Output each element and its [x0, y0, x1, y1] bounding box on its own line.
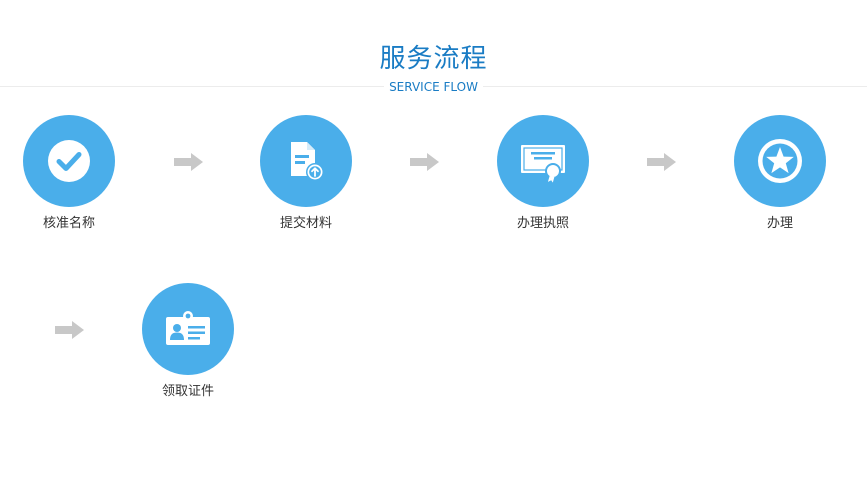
check-icon [48, 140, 90, 182]
arrow-right-icon [410, 153, 439, 171]
step-label: 办理执照 [516, 216, 569, 231]
step-label: 提交材料 [279, 216, 332, 231]
arrow-right-icon [647, 153, 676, 171]
id-card-icon [166, 311, 210, 345]
step-label: 核准名称 [42, 216, 95, 231]
page-title: 服务流程 [379, 44, 488, 74]
arrow-right-icon [174, 153, 203, 171]
arrow-right-icon [55, 321, 84, 339]
certificate-icon [521, 145, 565, 185]
step-circle [260, 115, 352, 207]
step-circle [497, 115, 589, 207]
page-subtitle: SERVICE FLOW [0, 79, 867, 95]
step-label: 办理 [766, 216, 793, 231]
step-circle [142, 283, 234, 375]
step-label: 领取证件 [161, 384, 214, 399]
step-circle [734, 115, 826, 207]
star-icon [758, 139, 802, 183]
document-upload-icon [291, 142, 324, 181]
step-circle [23, 115, 115, 207]
page-subtitle-text: SERVICE FLOW [384, 80, 483, 94]
